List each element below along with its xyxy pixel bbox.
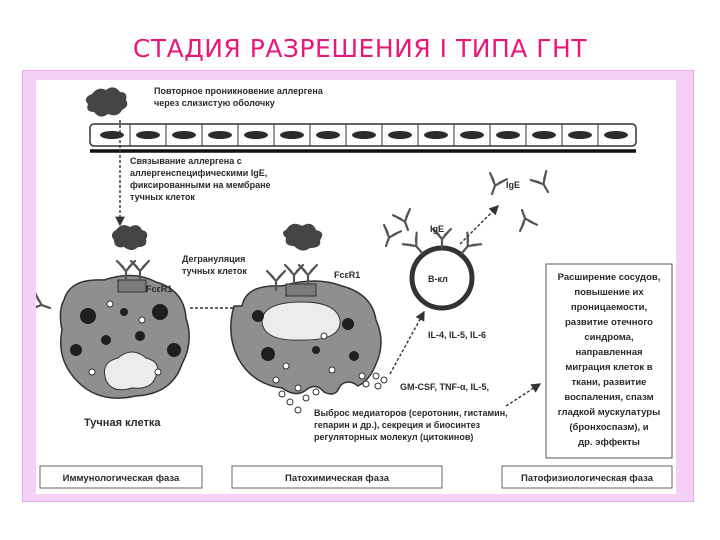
svg-text:миграция клеток в: миграция клеток в <box>565 362 652 373</box>
mast-cell-degranulating <box>230 263 382 395</box>
effects-arrow <box>505 383 542 407</box>
svg-text:регуляторных молекул (цитокино: регуляторных молекул (цитокинов) <box>314 432 473 442</box>
svg-text:гепарин и др.), секреция и био: гепарин и др.), секреция и биосинтез <box>314 420 481 430</box>
svg-text:Патохимическая фаза: Патохимическая фаза <box>285 473 390 484</box>
svg-text:Дегрануляция: Дегрануляция <box>182 254 245 264</box>
svg-text:Патофизиологическая фаза: Патофизиологическая фаза <box>521 473 654 484</box>
svg-text:аллергенспецифическими IgE,: аллергенспецифическими IgE, <box>130 168 267 178</box>
cytokines-label: GM-CSF, TNF-α, IL-5, <box>400 382 489 392</box>
svg-text:направленная: направленная <box>575 347 642 358</box>
bound-allergen-right <box>283 223 323 251</box>
degranulation-text: Дегрануляция тучных клеток <box>182 254 247 276</box>
svg-text:гладкой мускулатуры: гладкой мускулатуры <box>558 407 660 418</box>
mast-cell-label: Тучная клетка <box>84 417 161 429</box>
svg-text:тучных клеток: тучных клеток <box>182 266 247 276</box>
diagram-panel: Повторное проникновение аллергена через … <box>27 80 676 494</box>
bound-allergen-left <box>111 225 148 250</box>
svg-text:тучных клеток: тучных клеток <box>130 192 195 202</box>
svg-text:др. эффекты: др. эффекты <box>578 437 640 448</box>
b-cell-label: В-кл <box>428 274 448 284</box>
svg-text:(бронхоспазм), и: (бронхоспазм), и <box>569 422 648 433</box>
svg-text:проницаемости,: проницаемости, <box>571 302 647 313</box>
svg-text:Расширение сосудов,: Расширение сосудов, <box>558 272 661 283</box>
svg-text:Повторное проникновение аллерг: Повторное проникновение аллергена <box>154 86 324 96</box>
svg-text:развитие отечного: развитие отечного <box>565 317 653 328</box>
svg-text:через слизистую оболочку: через слизистую оболочку <box>154 98 275 108</box>
hypersensitivity-diagram: Повторное проникновение аллергена через … <box>27 86 673 489</box>
interleukins-label: IL-4, IL-5, IL-6 <box>428 330 486 340</box>
b-cell <box>401 227 483 311</box>
phase-immunological: Иммунологическая фаза <box>39 465 203 489</box>
svg-text:синдрома,: синдрома, <box>584 332 633 343</box>
phase-pathochemical: Патохимическая фаза <box>231 465 443 489</box>
released-granules <box>278 372 388 414</box>
svg-text:Выброс медиаторов (серотонин,: Выброс медиаторов (серотонин, гистамин, <box>314 408 508 418</box>
receptor-label-right: FcεR1 <box>334 270 360 280</box>
allergen-blob <box>85 87 128 117</box>
ige-label-mid: IgE <box>430 224 444 234</box>
svg-text:Связывание аллергена с: Связывание аллергена с <box>130 156 242 166</box>
epithelium-layer <box>89 123 637 153</box>
slide-title: СТАДИЯ РАЗРЕШЕНИЯ I ТИПА ГНТ <box>132 34 588 63</box>
b-cell-stimulation-arrow <box>389 310 425 375</box>
mediators-text: Выброс медиаторов (серотонин, гистамин, … <box>314 408 508 442</box>
svg-text:повышение их: повышение их <box>574 287 644 298</box>
svg-text:воспаления, спазм: воспаления, спазм <box>564 392 653 403</box>
mast-cell-resting <box>27 259 190 399</box>
svg-text:Иммунологическая фаза: Иммунологическая фаза <box>63 473 180 484</box>
receptor-label-left: FcεR1 <box>146 284 172 294</box>
ige-secretion-arrow <box>459 205 499 245</box>
allergen-entry-text: Повторное проникновение аллергена через … <box>154 86 324 108</box>
svg-text:фиксированными на мембране: фиксированными на мембране <box>130 180 271 190</box>
phase-pathophysiological: Патофизиологическая фаза <box>501 465 673 489</box>
effects-box: Расширение сосудов, повышение их проница… <box>545 263 673 459</box>
svg-text:ткани, развитие: ткани, развитие <box>572 377 647 388</box>
binding-text: Связывание аллергена с аллергенспецифиче… <box>130 156 271 202</box>
ige-label-top: IgE <box>506 180 520 190</box>
